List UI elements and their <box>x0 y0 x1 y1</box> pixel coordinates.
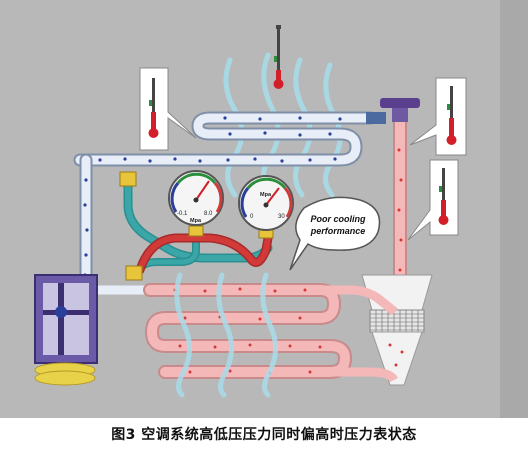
thermometer-card-right-top <box>409 77 467 156</box>
thermometer-left-icon <box>148 78 159 138</box>
gauge-hoses <box>123 178 273 275</box>
thermometer-right-top-icon <box>446 86 457 145</box>
poor-cooling-callout: Poor cooling performance <box>289 196 381 271</box>
right-border-strip <box>500 0 528 418</box>
figure-caption: 图3 空调系统高低压压力同时偏高时压力表状态 <box>111 427 417 443</box>
callout-line-2: performance <box>310 226 366 236</box>
airflow-waves-bottom <box>174 272 278 398</box>
low-gauge-max-label: 8.0 <box>204 211 213 217</box>
expansion-valve <box>366 98 420 124</box>
thermometer-right-bottom-icon <box>438 168 449 225</box>
evaporator-coil <box>143 283 399 383</box>
high-gauge-unit: Mpa <box>260 192 272 198</box>
high-gauge-max-label: 30 <box>278 214 285 220</box>
low-gauge-min-label: -0.1 <box>177 211 188 217</box>
callout-line-1: Poor cooling <box>311 214 367 224</box>
high-gauge-min-label: 0 <box>250 214 254 220</box>
thermometer-card-right-bottom <box>407 159 459 241</box>
thermometer-top-center-icon <box>273 25 284 89</box>
thermometer-card-left <box>139 67 197 151</box>
condenser-coil <box>73 111 377 167</box>
low-gauge-unit: Mpa <box>190 218 202 224</box>
compressor <box>34 274 98 386</box>
high-pressure-gauge: 0 30 Mpa <box>238 175 294 231</box>
low-pressure-gauge: -0.1 8.0 Mpa <box>168 170 224 226</box>
